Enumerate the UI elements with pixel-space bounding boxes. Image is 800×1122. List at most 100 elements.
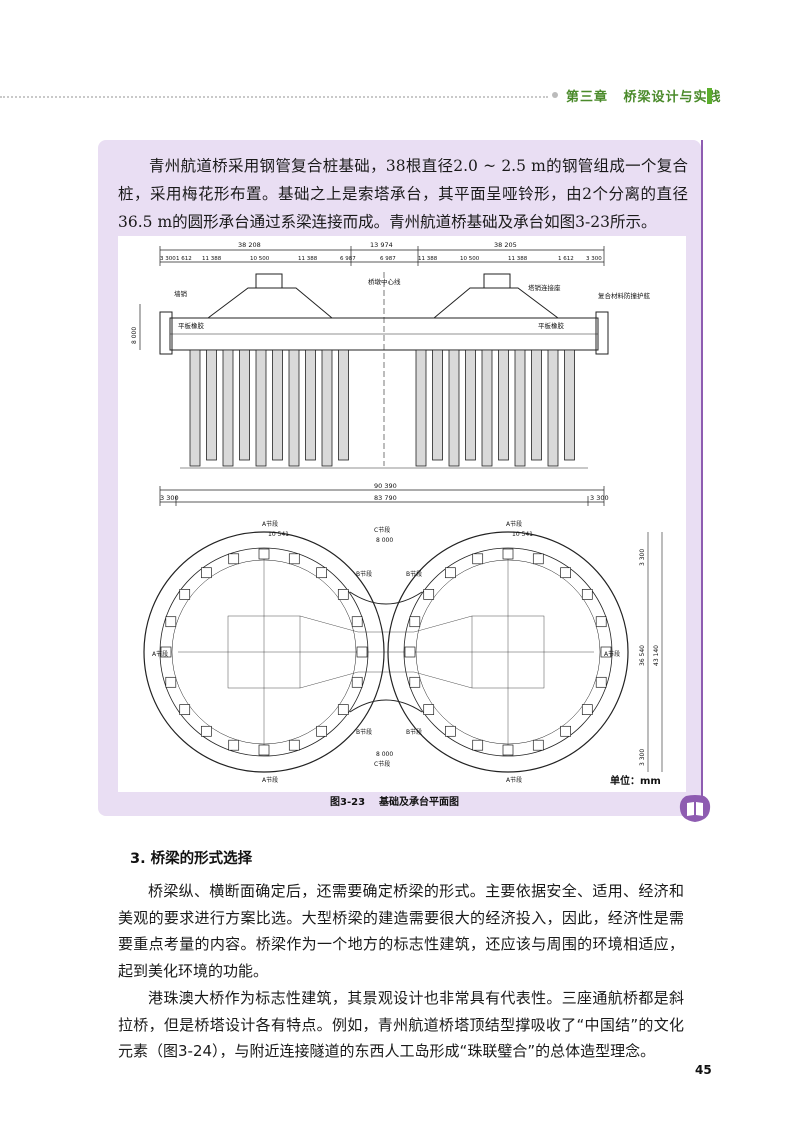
plan-pile-block: [600, 646, 612, 658]
plan-pile-block: [560, 567, 571, 579]
sub-dim-label: 10 500: [460, 256, 480, 262]
plan-pile-block: [472, 553, 484, 565]
pile: [514, 349, 526, 467]
dim-right-2: 36 540: [639, 645, 646, 666]
plan-pile-block: [165, 676, 177, 688]
plan-pile-block: [595, 616, 607, 628]
dim-left-v-1: 8 000: [131, 327, 138, 344]
sub-dim-label: 11 388: [418, 256, 438, 262]
sub-dim-label: 11 388: [202, 256, 222, 262]
dim-edge-right: 3 300: [590, 494, 609, 502]
plan-pile-block: [581, 589, 593, 600]
pile: [415, 349, 427, 467]
plan-pile-block: [351, 676, 363, 688]
dim-top-center: 13 974: [370, 241, 393, 249]
body-paragraph-2: 港珠澳大桥作为标志性建筑，其景观设计也非常具有代表性。三座通航桥都是斜拉桥，但是…: [118, 989, 684, 1060]
label-c-segment-bottom: C节段: [374, 760, 390, 768]
plan-pile-block: [581, 704, 593, 715]
pile: [222, 349, 234, 467]
plan-pile-block: [472, 739, 484, 751]
label-segment-a-4: A节段: [604, 650, 620, 658]
running-header: 第三章 桥梁设计与实践: [566, 86, 722, 105]
pile-group: [189, 349, 575, 467]
pile: [564, 349, 575, 461]
plan-pile-block: [532, 739, 544, 751]
plan-pile-block: [201, 567, 212, 579]
dim-right-4: 3 300: [639, 749, 646, 766]
plan-pile-block: [258, 744, 270, 756]
plan-pile-block: [595, 676, 607, 688]
chapter-title: 桥梁设计与实践: [623, 90, 722, 105]
sub-dim-label: 1 612: [558, 256, 574, 262]
dim-right-3: 43 140: [653, 645, 660, 666]
body-paragraph-1: 桥梁纵、横断面确定后，还需要确定桥梁的形式。主要依据安全、适用、经济和美观的要求…: [118, 882, 684, 980]
pile: [189, 349, 201, 467]
sub-dim-label: 6 987: [380, 256, 396, 262]
label-c-dim-bottom: 8 000: [376, 751, 393, 758]
chapter-label: 第三章: [566, 90, 609, 105]
label-bearing-right: 平板橡胶: [538, 321, 565, 330]
plan-pile-block: [423, 589, 435, 600]
intro-paragraph: 青州航道桥采用钢管复合桩基础，38根直径2.0 ~ 2.5 m的钢管组成一个复合…: [118, 157, 688, 231]
label-c-dim-top: 8 000: [376, 537, 393, 544]
header-divider: [0, 96, 548, 98]
label-segment-a-dim-1: 10 541: [268, 531, 289, 538]
caption-text: 基础及承台平面图: [379, 797, 460, 808]
sub-dim-label: 6 987: [340, 256, 356, 262]
pile: [338, 349, 349, 461]
label-protective-fender: 复合材料防撞护舷: [598, 291, 651, 300]
plan-pile-block: [409, 616, 421, 628]
plan-pile-block: [228, 553, 240, 565]
label-segment-a-5: A节段: [262, 776, 278, 784]
dim-right-1: 3 300: [639, 549, 646, 566]
dim-total: 90 390: [374, 482, 397, 490]
plan-pile-block: [409, 676, 421, 688]
label-b-segment-1: B节段: [356, 570, 372, 578]
label-b-segment-2: B节段: [406, 570, 422, 578]
pile: [432, 349, 443, 461]
pile: [498, 349, 509, 461]
plan-pile-block: [445, 567, 456, 579]
dim-top-left: 38 208: [238, 241, 261, 249]
plan-pile-block: [404, 646, 416, 658]
plan-pile-block: [532, 553, 544, 565]
plan-pile-block: [351, 616, 363, 628]
label-c-segment-top: C节段: [374, 526, 390, 534]
plan-pile-block: [201, 725, 212, 737]
page-number: 45: [695, 1063, 712, 1077]
plan-pile-block: [316, 725, 327, 737]
header-accent-bar: [707, 88, 712, 104]
label-b-segment-3: B节段: [356, 728, 372, 736]
pile: [206, 349, 217, 461]
label-b-segment-4: B节段: [406, 728, 422, 736]
pile: [305, 349, 316, 461]
plan-pile-block: [337, 704, 349, 715]
label-segment-a-2: A节段: [506, 520, 522, 528]
dim-top-right: 38 205: [494, 241, 517, 249]
plan-pile-block: [288, 553, 300, 565]
plan-pile-block: [160, 646, 172, 658]
label-segment-a-3: A节段: [152, 650, 168, 658]
plan-pile-block: [258, 548, 270, 560]
plan-pile-block: [502, 744, 514, 756]
sub-dim-label: 1 612: [176, 256, 192, 262]
plan-pile-block: [445, 725, 456, 737]
label-segment-a-1: A节段: [262, 520, 278, 528]
plan-pile-block: [165, 616, 177, 628]
sub-dim-label: 11 388: [508, 256, 528, 262]
plan-pile-block: [502, 548, 514, 560]
foundation-drawing: 38 208 13 974 38 205 墙销 桥墩中心线 塔销连接座 复合材料…: [118, 236, 686, 792]
label-left-bolt: 墙销: [174, 289, 188, 298]
sub-dim-label: 3 300: [586, 256, 602, 262]
pile: [531, 349, 542, 461]
plan-pile-block: [316, 567, 327, 579]
sub-dim-label: 3 300: [160, 256, 176, 262]
sub-dim-label: 11 388: [298, 256, 318, 262]
dim-edge-left: 3 300: [160, 494, 179, 502]
plan-pile-block: [423, 704, 435, 715]
plan-pile-block: [179, 704, 191, 715]
plan-pile-block: [179, 589, 191, 600]
plan-pile-block: [337, 589, 349, 600]
pile: [239, 349, 250, 461]
figure-box-rule: [701, 140, 703, 800]
